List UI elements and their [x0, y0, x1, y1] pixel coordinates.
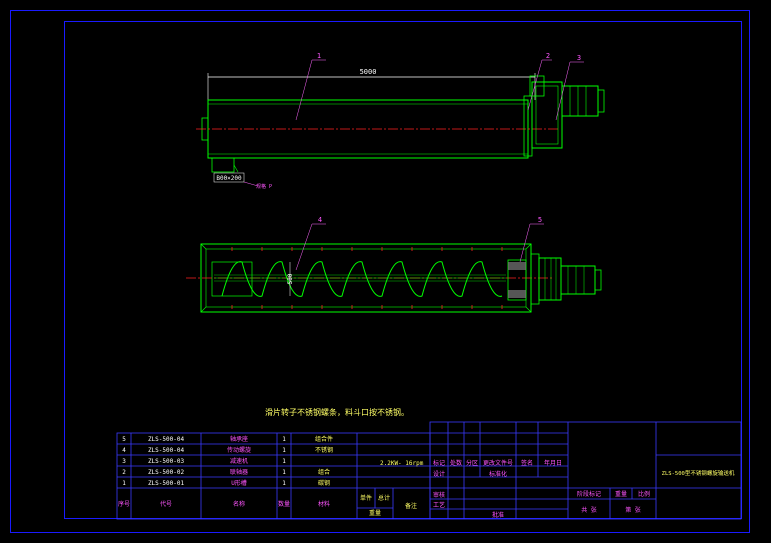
- bom-row-3-code: ZLS-500-03: [148, 458, 185, 465]
- length-dimension: 5000: [360, 68, 377, 76]
- section-dimension: 500: [287, 273, 294, 284]
- bom-header-remark: 备注: [405, 502, 417, 510]
- rev-header-count: 处数: [450, 459, 462, 467]
- balloon-4: 4: [318, 216, 322, 224]
- title-block: [429, 421, 742, 520]
- sheets-total-label: 共 张: [581, 506, 597, 514]
- bom-row-1-code: ZLS-500-01: [148, 480, 185, 487]
- bom-row-1-seq: 1: [122, 480, 126, 487]
- bom-row-4-name: 传动螺旋: [227, 446, 251, 454]
- gear-motor-top: [561, 85, 599, 117]
- balloon-5: 5: [538, 216, 542, 224]
- bom-row-1-name: U形槽: [231, 479, 247, 487]
- bom-row-2-code: ZLS-500-02: [148, 469, 185, 476]
- plan-view: 500 4 5: [186, 216, 602, 313]
- process-label: 工艺: [433, 501, 445, 509]
- bom-row-1-qty: 1: [282, 480, 286, 487]
- bom-row-4-code: ZLS-500-04: [148, 447, 185, 454]
- bom-header-weight: 重量: [369, 509, 381, 517]
- bom-row-5-material: 组合件: [315, 435, 333, 443]
- inlet-size-label: B00×200: [216, 175, 242, 182]
- bom-row-2-qty: 1: [282, 469, 286, 476]
- rev-header-date: 年月日: [544, 459, 562, 467]
- checker-label: 审核: [433, 491, 445, 499]
- bom-header-name: 名称: [233, 500, 245, 508]
- bom-row-4-material: 不锈钢: [315, 446, 333, 454]
- rev-header-sign: 签名: [521, 459, 533, 467]
- bom-row-2-name: 联轴器: [230, 468, 248, 476]
- balloon-1: 1: [317, 52, 321, 60]
- bom-row-4-qty: 1: [282, 447, 286, 454]
- weight-label: 重量: [615, 490, 627, 498]
- bom-row-5-name: 轴承座: [230, 435, 248, 443]
- approve-label: 批准: [492, 511, 504, 519]
- bom-row-2-material: 组合: [318, 468, 330, 476]
- bom-header-material: 材料: [318, 500, 330, 508]
- balloon-2: 2: [546, 52, 550, 60]
- bom-row-3-name: 减速机: [230, 457, 248, 465]
- rev-header-zone: 分区: [466, 459, 478, 467]
- inner-frame: [64, 21, 742, 519]
- standardization-label: 标准化: [489, 470, 507, 478]
- outer-frame: [10, 10, 750, 533]
- rev-header-doc: 更改文件号: [483, 459, 513, 467]
- stage-label: 阶段标记: [577, 490, 601, 498]
- bom-header-total-weight: 总计: [378, 494, 390, 502]
- balloon-3: 3: [577, 54, 581, 62]
- bom-header-seq: 序号: [118, 500, 130, 508]
- bom-row-5-code: ZLS-500-04: [148, 436, 185, 443]
- bom-row-5-qty: 1: [282, 436, 286, 443]
- bom-row-4-seq: 4: [122, 447, 126, 454]
- screw-flight: [221, 261, 503, 297]
- gear-motor-plan: [560, 265, 596, 295]
- bom-row-3-qty: 1: [282, 458, 286, 465]
- bom-header-qty: 数量: [278, 500, 290, 508]
- bom-text: 5 ZLS-500-04 轴承座 1 组合件 4 ZLS-500-04 传动螺旋…: [118, 435, 417, 517]
- outlet-chute: [211, 157, 235, 173]
- designer-label: 设计: [433, 470, 445, 478]
- motor-spec: 2.2KW- 16rpm: [380, 460, 424, 467]
- bom-header-code: 代号: [160, 500, 172, 508]
- bom-header-unit-weight: 单件: [360, 494, 372, 502]
- inlet-note: 规格 P: [256, 183, 272, 190]
- bom-row-2-seq: 2: [122, 469, 126, 476]
- rev-header-mark: 标记: [433, 459, 445, 467]
- top-view: 5000 B00×200 规格 P 1 2 3: [196, 52, 605, 190]
- drawing-title: ZLS-500型不锈钢螺旋输送机: [662, 469, 735, 477]
- technical-note: 滑片转子不锈钢螺条，料斗口按不锈钢。: [265, 407, 409, 417]
- bearing-block: [507, 259, 527, 301]
- title-block-text: 2.2KW- 16rpm 标记 处数 分区 更改文件号 签名 年月日 设计 标准…: [380, 459, 735, 519]
- scale-label: 比例: [638, 490, 650, 498]
- bom-row-3-seq: 3: [122, 458, 126, 465]
- bom-row-5-seq: 5: [122, 436, 126, 443]
- sheet-number-label: 第 张: [625, 506, 641, 514]
- bom-row-1-material: 碳钢: [318, 479, 330, 487]
